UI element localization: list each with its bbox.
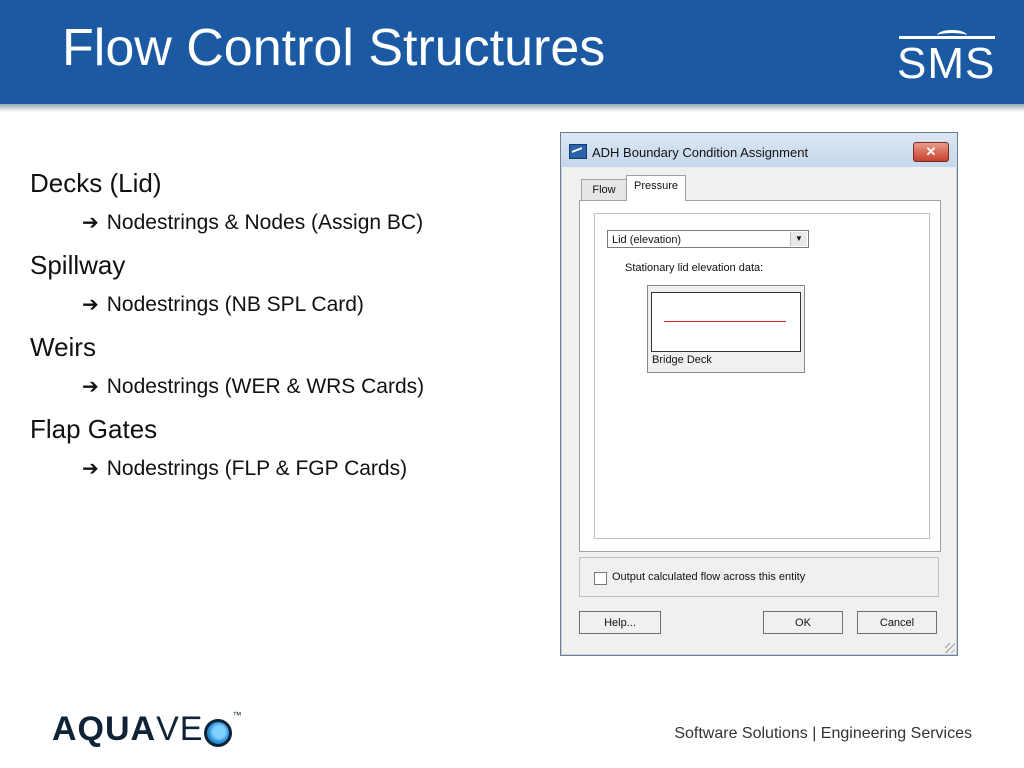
- output-flow-checkbox[interactable]: [594, 572, 607, 585]
- bullet-decks: Decks (Lid): [30, 168, 162, 198]
- header-shadow: [0, 104, 1024, 112]
- aquaveo-logo: AQUAVE ™: [52, 710, 241, 750]
- resize-grip-icon[interactable]: [945, 643, 955, 653]
- app-icon: [569, 144, 587, 159]
- brand-bold: AQUA: [52, 710, 157, 748]
- arrow-icon: ➔: [82, 292, 99, 316]
- sub-bullet-decks: ➔Nodestrings & Nodes (Assign BC): [82, 210, 424, 234]
- slide-header: Flow Control Structures SMS: [0, 0, 1024, 104]
- footer-tagline: Software Solutions | Engineering Service…: [674, 725, 972, 742]
- close-button[interactable]: ✕: [913, 142, 949, 162]
- bullet-spillway: Spillway: [30, 250, 126, 280]
- trademark: ™: [232, 710, 242, 720]
- tab-flow[interactable]: Flow: [581, 179, 627, 200]
- help-button[interactable]: Help...: [579, 611, 661, 634]
- dialog-title: ADH Boundary Condition Assignment: [592, 145, 809, 160]
- logo-bar: [899, 36, 995, 39]
- output-flow-label[interactable]: Output calculated flow across this entit…: [612, 571, 806, 583]
- bullet-weirs: Weirs: [30, 332, 96, 362]
- bc-assignment-dialog: ADH Boundary Condition Assignment ✕ Flow…: [560, 132, 958, 656]
- bullet-list: Decks (Lid) ➔Nodestrings & Nodes (Assign…: [30, 166, 550, 494]
- sub-bullet-flap-gates: ➔Nodestrings (FLP & FGP Cards): [82, 456, 408, 480]
- chevron-down-icon[interactable]: ▼: [790, 232, 807, 246]
- dialog-titlebar[interactable]: ADH Boundary Condition Assignment ✕: [561, 133, 957, 167]
- ok-button[interactable]: OK: [763, 611, 843, 634]
- arrow-icon: ➔: [82, 456, 99, 480]
- logo-text: SMS: [897, 39, 996, 88]
- pressure-tab-panel: [579, 200, 941, 552]
- select-value: Lid (elevation): [612, 234, 682, 246]
- logo-swoosh-icon: [937, 30, 967, 41]
- bridge-deck-preview-button[interactable]: Bridge Deck: [647, 285, 805, 373]
- bullet-flap-gates: Flap Gates: [30, 414, 158, 444]
- output-options-group: Output calculated flow across this entit…: [579, 557, 939, 597]
- stationary-lid-label: Stationary lid elevation data:: [625, 262, 764, 274]
- globe-o-icon: [204, 718, 233, 747]
- sub-bullet-weirs: ➔Nodestrings (WER & WRS Cards): [82, 374, 425, 398]
- elevation-plot-preview: [651, 292, 801, 352]
- tab-pressure[interactable]: Pressure: [626, 175, 686, 201]
- pressure-group-box: [594, 213, 930, 539]
- arrow-icon: ➔: [82, 210, 99, 234]
- elevation-line: [664, 321, 786, 322]
- cancel-button[interactable]: Cancel: [857, 611, 937, 634]
- arrow-icon: ➔: [82, 374, 99, 398]
- sub-bullet-spillway: ➔Nodestrings (NB SPL Card): [82, 292, 364, 316]
- preview-caption: Bridge Deck: [652, 354, 712, 366]
- sms-logo: SMS: [897, 30, 997, 90]
- lid-type-select[interactable]: Lid (elevation) ▼: [607, 230, 809, 248]
- slide-title: Flow Control Structures: [62, 19, 606, 77]
- brand-light: VE: [156, 710, 204, 748]
